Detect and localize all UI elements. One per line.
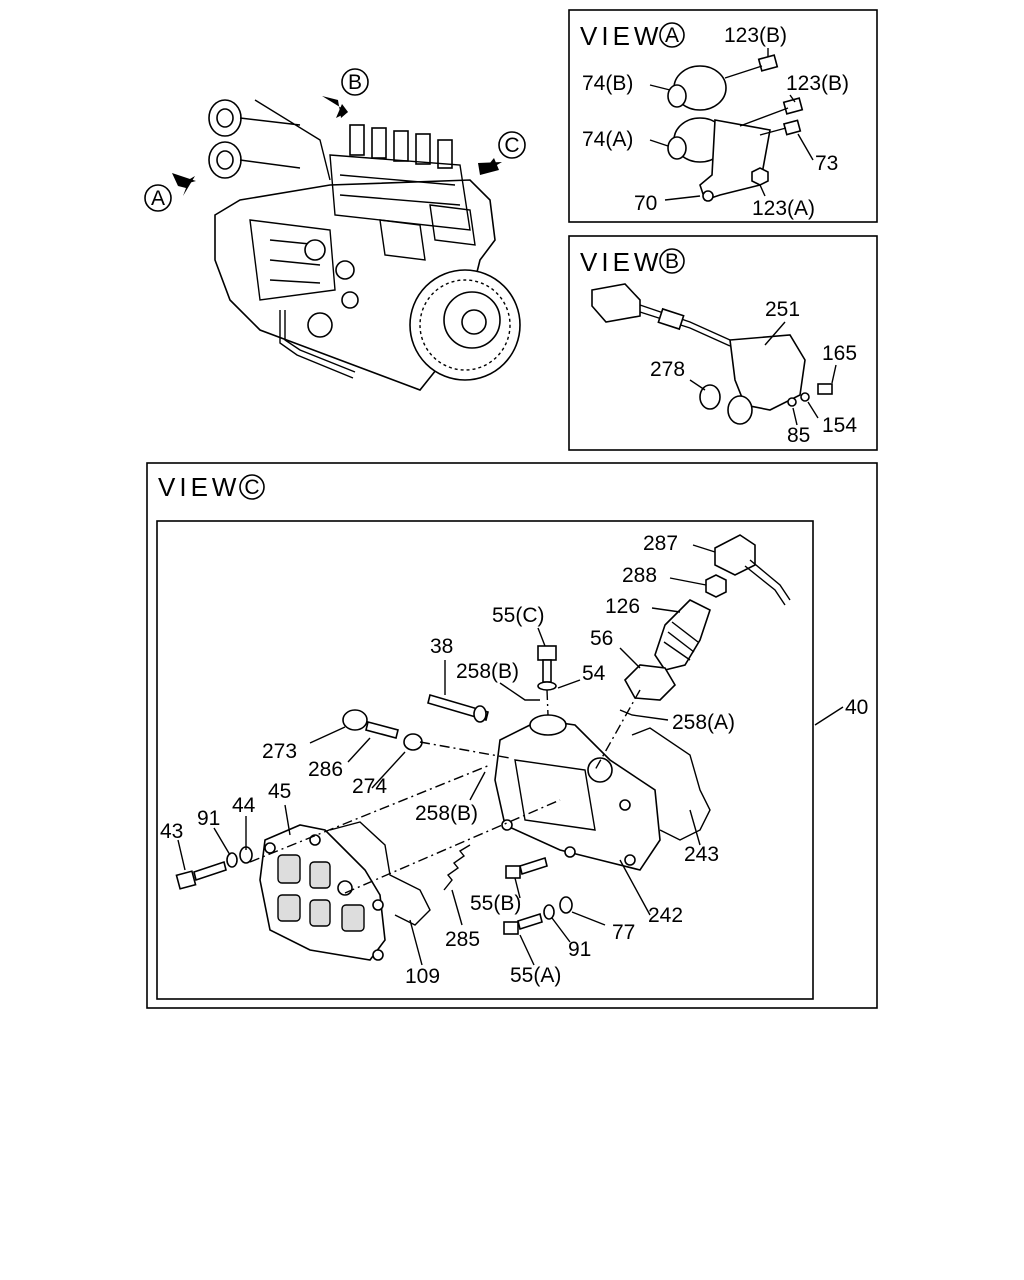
- label-44: 44: [232, 794, 256, 817]
- label-274: 274: [352, 775, 387, 798]
- arrow-b-letter: B: [348, 71, 362, 94]
- arrow-b: B: [322, 68, 369, 118]
- label-243: 243: [684, 843, 719, 866]
- view-c-title: VIEW: [158, 472, 240, 502]
- view-b-letter: B: [665, 250, 679, 273]
- label-77: 77: [612, 921, 635, 944]
- label-91-bottom: 91: [568, 938, 591, 961]
- label-55a: 55(A): [510, 964, 561, 987]
- view-c-letter: C: [244, 476, 259, 499]
- label-43: 43: [160, 820, 183, 843]
- label-74a: 74(A): [582, 128, 633, 151]
- label-287: 287: [643, 532, 678, 555]
- label-273: 273: [262, 740, 297, 763]
- injection-pump-overview: [208, 99, 521, 391]
- arrow-a-letter: A: [151, 187, 165, 210]
- arrow-c: C: [478, 131, 526, 175]
- label-55c: 55(C): [492, 604, 545, 627]
- label-126: 126: [605, 595, 640, 618]
- label-70: 70: [634, 192, 657, 215]
- arrow-a: A: [144, 173, 196, 212]
- label-45: 45: [268, 780, 291, 803]
- label-278: 278: [650, 358, 685, 381]
- arrow-c-letter: C: [504, 134, 519, 157]
- view-a-title: VIEW: [580, 21, 662, 51]
- label-258a: 258(A): [672, 711, 735, 734]
- label-38: 38: [430, 635, 453, 658]
- label-123b-mid: 123(B): [786, 72, 849, 95]
- label-123a: 123(A): [752, 197, 815, 220]
- label-288: 288: [622, 564, 657, 587]
- label-165: 165: [822, 342, 857, 365]
- label-123b-top: 123(B): [724, 24, 787, 47]
- label-258b-top: 258(B): [456, 660, 519, 683]
- label-109: 109: [405, 965, 440, 988]
- label-154: 154: [822, 414, 857, 437]
- label-74b: 74(B): [582, 72, 633, 95]
- label-285: 285: [445, 928, 480, 951]
- view-c-panel: VIEW C: [146, 462, 878, 1009]
- label-55b: 55(B): [470, 892, 521, 915]
- label-73: 73: [815, 152, 838, 175]
- view-a-letter: A: [665, 24, 679, 47]
- label-242: 242: [648, 904, 683, 927]
- view-b-title: VIEW: [580, 247, 662, 277]
- label-258b-mid: 258(B): [415, 802, 478, 825]
- label-54: 54: [582, 662, 606, 685]
- label-286: 286: [308, 758, 343, 781]
- label-91-left: 91: [197, 807, 220, 830]
- view-a-panel: VIEW A 123(B) 74(B) 123(B) 74(A) 73 70 1…: [568, 9, 878, 223]
- view-b-panel: VIEW B 251 165 278 154 85: [568, 235, 878, 451]
- label-251: 251: [765, 298, 800, 321]
- label-40: 40: [845, 696, 868, 719]
- label-56: 56: [590, 627, 613, 650]
- label-85: 85: [787, 424, 810, 447]
